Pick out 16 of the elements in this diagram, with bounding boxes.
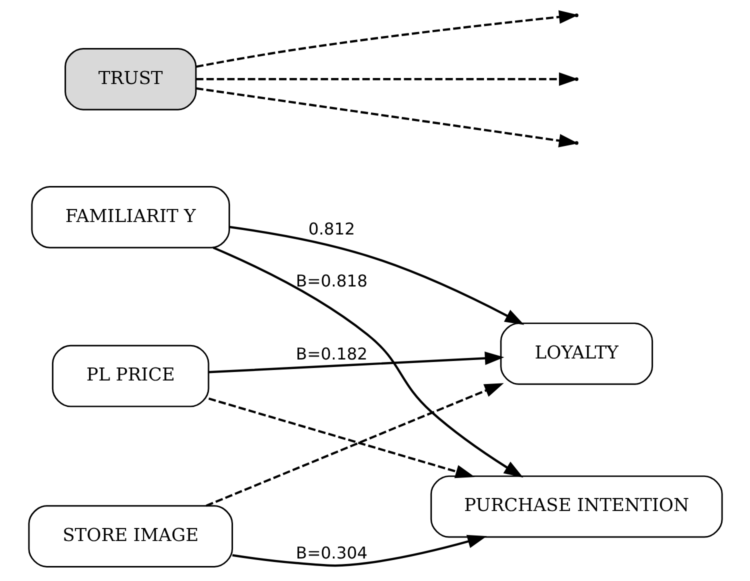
edge-label: B=0.818 [295,272,367,291]
node-box: LOYALTY [500,322,653,385]
node-box: TRUST [64,48,196,110]
arrow [232,534,486,567]
node-box: FAMILIARIT Y [30,186,230,248]
arrow [205,383,504,507]
node-box: STORE IMAGE [28,505,233,568]
arrow [212,246,523,478]
node-box: PURCHASE INTENTION [430,475,722,538]
arrow [208,352,504,374]
arrow [228,226,524,325]
node-box: PL PRICE [51,344,209,408]
arrow [208,398,474,478]
edge-label: B=0.182 [295,344,367,364]
edge-label: 0.812 [308,220,355,239]
edge-label: B=0.304 [295,543,367,562]
